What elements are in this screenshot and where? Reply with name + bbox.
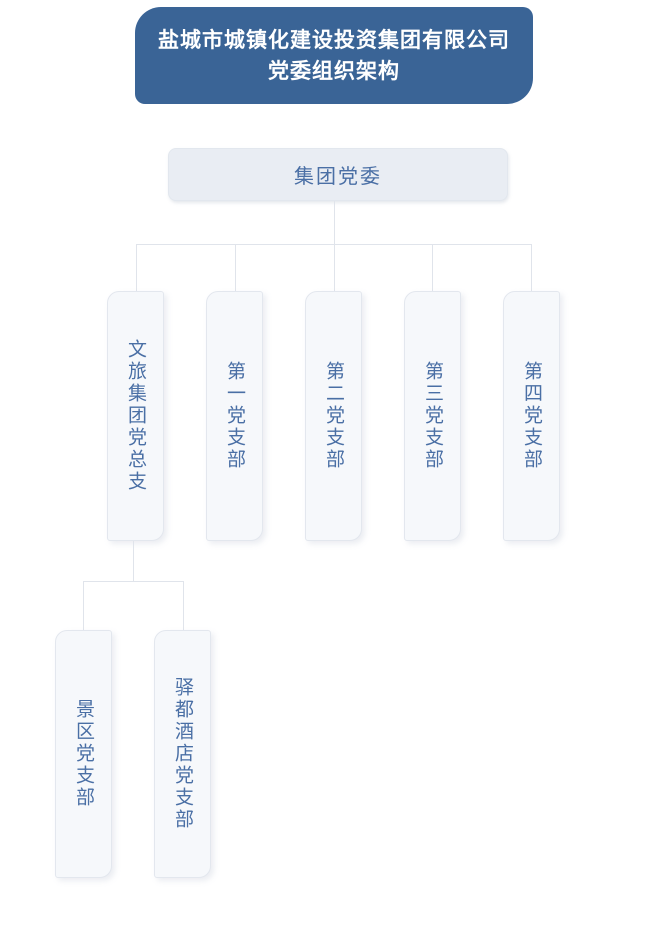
chart-title-banner: 盐城市城镇化建设投资集团有限公司 党委组织架构 <box>135 7 533 104</box>
node-fourth-party-branch: 第四党支部 <box>503 291 560 541</box>
node-second-party-branch: 第二党支部 <box>305 291 362 541</box>
connector-drop-branch1 <box>235 244 236 291</box>
node-group-party-committee-label: 集团党委 <box>294 166 382 188</box>
node-wenlv-group-general-branch: 文旅集团党总支 <box>107 291 164 541</box>
node-wenlv-group-general-branch-label: 文旅集团党总支 <box>125 339 146 493</box>
node-yidu-hotel-party-branch-label: 驿都酒店党支部 <box>172 677 193 831</box>
node-third-party-branch-label: 第三党支部 <box>422 361 443 471</box>
connector-root-trunk <box>334 201 335 244</box>
node-scenic-area-party-branch: 景区党支部 <box>55 630 112 878</box>
node-fourth-party-branch-label: 第四党支部 <box>521 361 542 471</box>
chart-title-line2: 党委组织架构 <box>268 59 400 83</box>
connector-drop-branch2 <box>334 244 335 291</box>
connector-wenlv-trunk <box>133 541 134 581</box>
node-third-party-branch: 第三党支部 <box>404 291 461 541</box>
node-first-party-branch: 第一党支部 <box>206 291 263 541</box>
connector-drop-branch4 <box>531 244 532 291</box>
node-second-party-branch-label: 第二党支部 <box>323 361 344 471</box>
node-scenic-area-party-branch-label: 景区党支部 <box>73 699 94 809</box>
connector-drop-branch3 <box>432 244 433 291</box>
connector-drop-yidu-hotel <box>183 581 184 630</box>
connector-drop-wenlv <box>136 244 137 291</box>
node-first-party-branch-label: 第一党支部 <box>224 361 245 471</box>
connector-level3-horizontal <box>83 581 183 582</box>
connector-level2-horizontal <box>136 244 531 245</box>
node-yidu-hotel-party-branch: 驿都酒店党支部 <box>154 630 211 878</box>
node-group-party-committee: 集团党委 <box>168 148 508 201</box>
chart-title-line1: 盐城市城镇化建设投资集团有限公司 <box>158 28 510 52</box>
connector-drop-scenic-area <box>83 581 84 630</box>
